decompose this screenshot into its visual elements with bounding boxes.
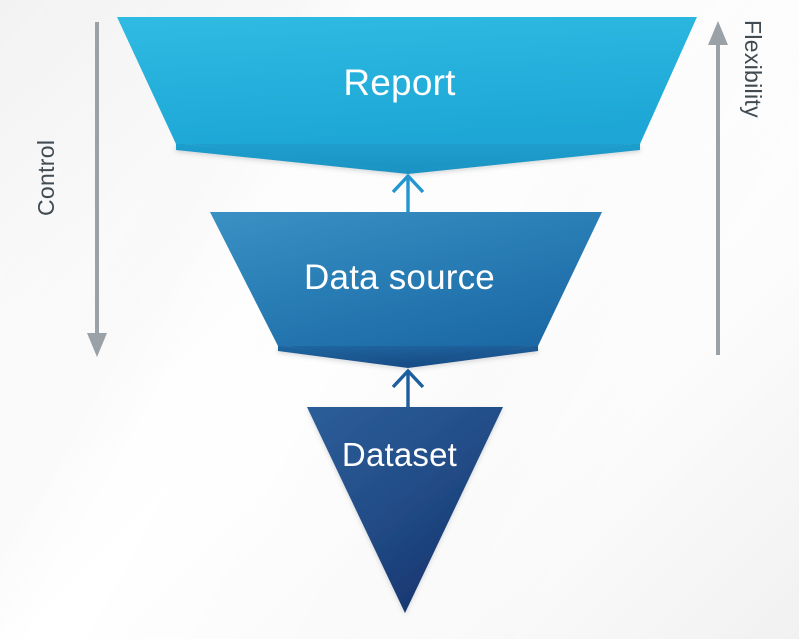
axis-arrow-flexibility	[708, 21, 728, 355]
axis-arrow-control	[87, 22, 107, 357]
data-source-fold-wedge	[278, 345, 538, 365]
axis-label-control: Control	[33, 139, 59, 216]
dataset-body[interactable]	[307, 407, 503, 613]
data-source-body[interactable]	[210, 212, 602, 346]
report-body[interactable]	[117, 17, 697, 144]
connector-dataset-to-data-source	[391, 368, 425, 410]
funnel-stage-dataset[interactable]	[307, 407, 503, 613]
funnel-stage-report[interactable]	[117, 17, 697, 174]
funnel-stage-data-source[interactable]	[210, 212, 602, 368]
data-source-fold-band	[278, 345, 538, 368]
axis-label-flexibility: Flexibility	[740, 20, 766, 118]
report-fold-band	[176, 143, 640, 174]
connector-data-source-to-report	[391, 173, 425, 215]
report-fold-wedge	[176, 143, 640, 170]
